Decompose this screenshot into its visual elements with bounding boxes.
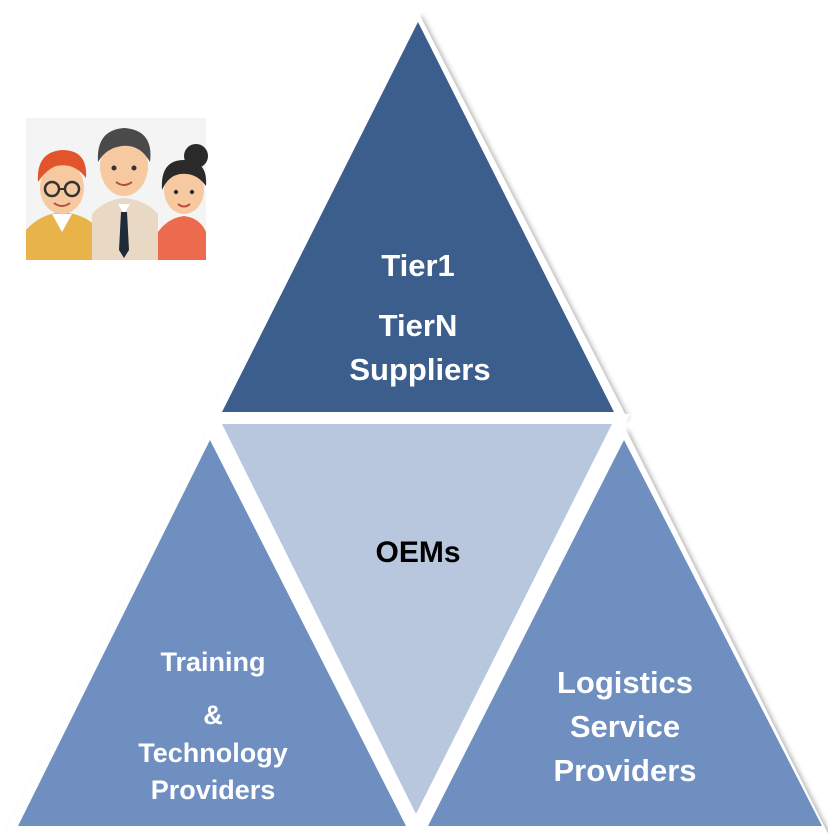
top-label-line-2: TierN (379, 308, 458, 343)
right-triangle-fill (428, 440, 822, 826)
person-middle-illustration (92, 128, 158, 260)
person-right-illustration (158, 144, 208, 260)
person-left-illustration (26, 150, 100, 260)
right-label-line-3: Providers (553, 753, 696, 788)
right-label-line-1: Logistics (557, 665, 693, 700)
left-label-line-2: & (203, 700, 223, 730)
left-triangle-label: Training & Technology Providers (138, 647, 288, 805)
top-triangle-label: Tier1 TierN Suppliers (349, 248, 490, 387)
left-label-line-4: Providers (151, 775, 276, 805)
top-label-line-3: Suppliers (349, 352, 490, 387)
left-label-line-1: Training (160, 647, 265, 677)
right-label-line-2: Service (570, 709, 680, 744)
center-label-line-1: OEMs (375, 536, 460, 569)
right-triangle-label: Logistics Service Providers (553, 665, 696, 788)
left-label-line-3: Technology (138, 738, 288, 768)
top-triangle-fill (222, 22, 614, 412)
top-label-line-1: Tier1 (381, 248, 455, 283)
center-triangle-fill (222, 424, 612, 814)
people-group-icon (26, 118, 208, 260)
center-triangle-label: OEMs (375, 536, 460, 569)
left-triangle-fill (18, 440, 406, 826)
